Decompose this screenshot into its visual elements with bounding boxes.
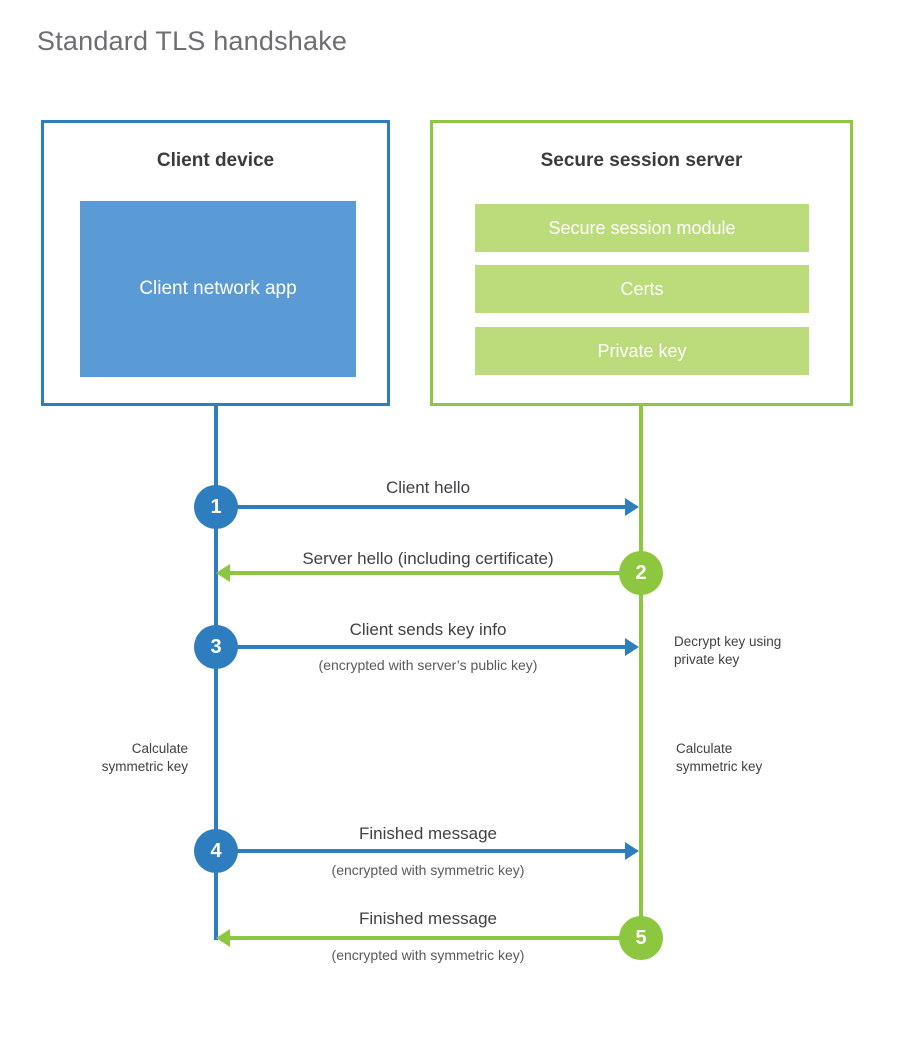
client-network-app-block: Client network app [80,201,356,377]
annotation-client-calc-line2: symmetric key [101,759,188,775]
annotation-server-calculate-symmetric-key: Calculate symmetric key [676,740,856,776]
annotation-decrypt-key-line1: Decrypt key using [674,634,782,649]
step-2-label: Server hello (including certificate) [302,549,554,568]
step-5-sublabel: (encrypted with symmetric key) [331,947,525,963]
server-block-secure-session-module: Secure session module [475,204,809,252]
annotation-server-calc-line2: symmetric key [676,759,763,775]
step-3-arrow [216,638,639,656]
annotation-client-calc-line1: Calculate [131,741,188,756]
step-4-sublabel: (encrypted with symmetric key) [331,862,525,878]
step-5-arrow [216,929,639,947]
arrowhead-left-icon [216,929,230,947]
step-1-label: Client hello [385,478,471,497]
step-3-sublabel: (encrypted with server’s public key) [318,657,538,673]
arrowhead-left-icon [216,564,230,582]
client-device-box: Client device Client network app [41,120,390,406]
step-5-label: Finished message [359,909,497,928]
client-lifeline [214,403,218,940]
client-device-title: Client device [156,150,275,171]
secure-session-server-box: Secure session server Secure session mod… [430,120,853,406]
annotation-server-calc-line1: Calculate [676,741,733,756]
page-title: Standard TLS handshake [37,26,348,56]
step-1-arrow [216,498,639,516]
server-lifeline [639,403,643,940]
step-marker-4[interactable]: 4 [194,829,238,873]
annotation-client-calculate-symmetric-key: Calculate symmetric key [20,740,188,776]
arrowhead-right-icon [625,498,639,516]
annotation-decrypt-key: Decrypt key using private key [674,633,854,669]
step-marker-2[interactable]: 2 [619,551,663,595]
server-block-private-key: Private key [475,327,809,375]
step-4-arrow [216,842,639,860]
step-marker-5[interactable]: 5 [619,916,663,960]
step-2-arrow [216,564,639,582]
arrowhead-right-icon [625,638,639,656]
step-4-label: Finished message [359,824,497,843]
annotation-decrypt-key-line2: private key [674,652,740,668]
step-marker-1[interactable]: 1 [194,485,238,529]
server-block-certs: Certs [475,265,809,313]
secure-session-server-title: Secure session server [540,150,743,171]
step-marker-3[interactable]: 3 [194,625,238,669]
arrowhead-right-icon [625,842,639,860]
step-3-label: Client sends key info [349,620,507,639]
